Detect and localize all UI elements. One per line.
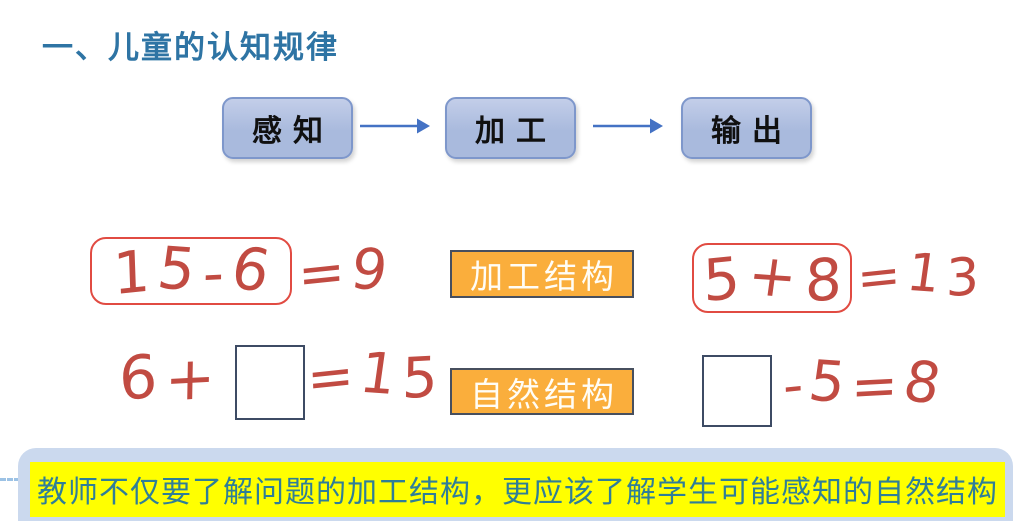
flow-step-output: 输出 (681, 97, 812, 159)
blank-answer-box (702, 355, 772, 427)
handwritten-expression: 5+8 (701, 240, 850, 316)
handwritten-equation-rest: -5=8 (781, 348, 952, 421)
label-processing-structure: 加工结构 (450, 250, 634, 298)
structure-label-text: 加工结构 (470, 258, 618, 295)
structure-label-text: 自然结构 (470, 375, 618, 413)
label-natural-structure: 自然结构 (450, 368, 634, 415)
page-title: 一、儿童的认知规律 (42, 30, 339, 65)
handwritten-equation-rest: =15 (305, 340, 444, 413)
flow-step-process: 加工 (445, 97, 576, 159)
handwritten-equation-rest: =9 (296, 236, 398, 309)
right-arrow-icon (591, 114, 665, 143)
dashed-connector-line (0, 478, 20, 481)
handwritten-expression: 15-6 (111, 233, 284, 309)
blank-answer-box (235, 345, 305, 420)
note-panel: 教师不仅要了解问题的加工结构，更应该了解学生可能感知的自然结构 (18, 448, 1013, 521)
handwritten-equation-rest: =13 (855, 242, 986, 310)
flow-step-label: 加工 (475, 115, 557, 148)
flow-step-perceive: 感知 (222, 97, 353, 159)
right-arrow-icon (358, 114, 432, 143)
red-circled-expression-box: 15-6 (90, 233, 292, 309)
flow-step-label: 感知 (252, 115, 334, 148)
handwritten-equation-start: 6 + (117, 340, 225, 416)
red-circled-expression-box: 5+8 (692, 240, 852, 316)
note-text: 教师不仅要了解问题的加工结构，更应该了解学生可能感知的自然结构 (37, 476, 998, 509)
note-highlight: 教师不仅要了解问题的加工结构，更应该了解学生可能感知的自然结构 (30, 462, 1005, 517)
flow-step-label: 输出 (711, 115, 793, 148)
